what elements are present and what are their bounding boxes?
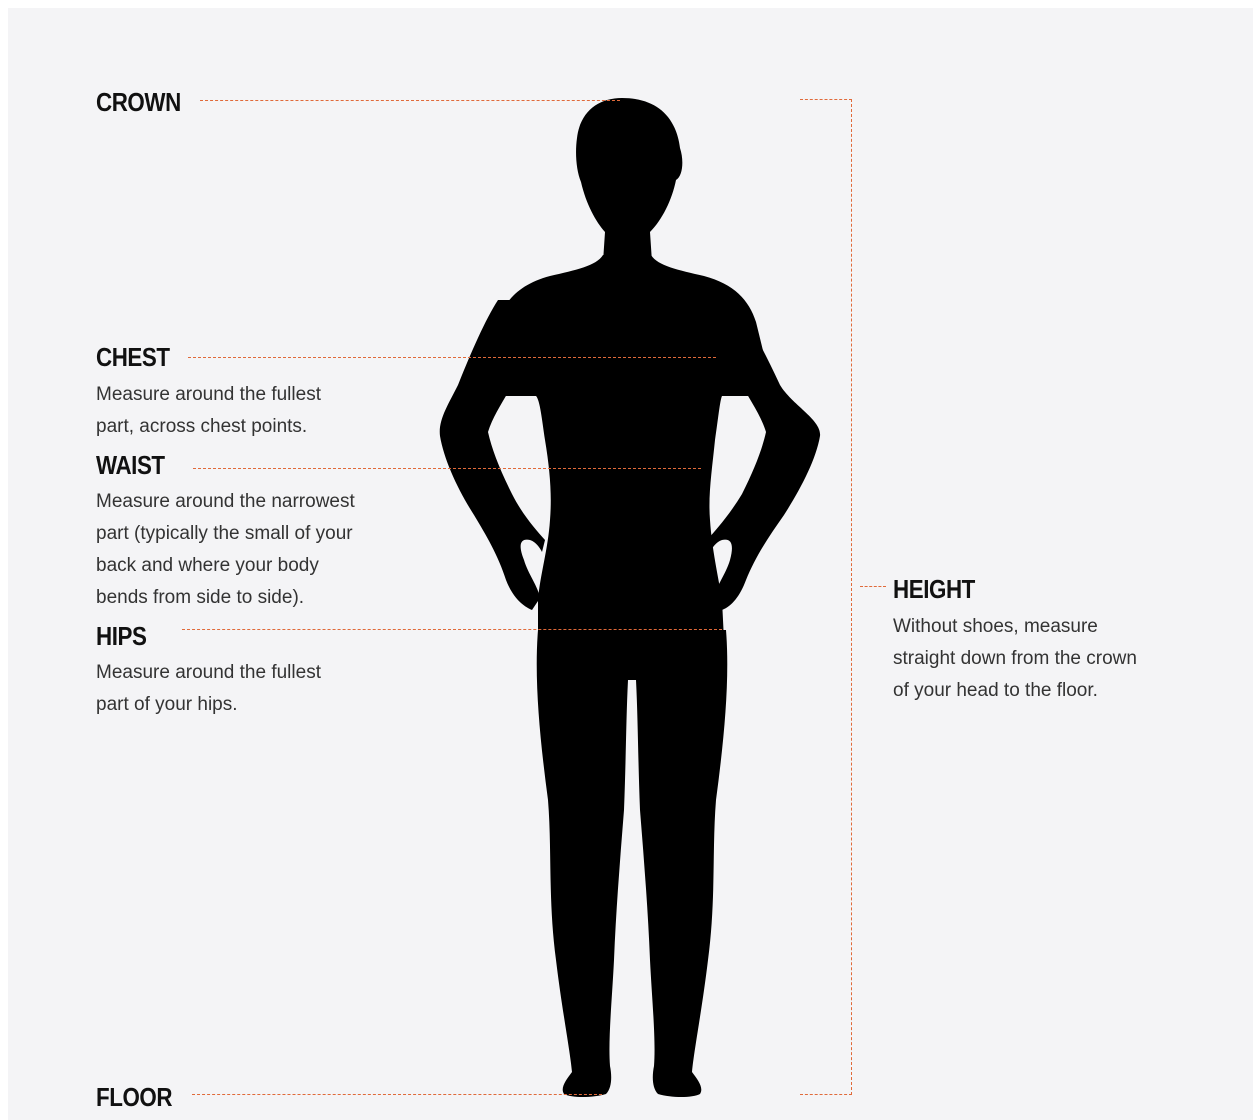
height-top-tick bbox=[800, 99, 852, 100]
height-pointer-line bbox=[860, 586, 886, 587]
crown-guide-line bbox=[200, 100, 620, 101]
crown-label: CROWN bbox=[96, 87, 181, 117]
waist-label: WAIST bbox=[96, 450, 165, 480]
waist-description: Measure around the narrowest part (typic… bbox=[96, 486, 355, 614]
hips-label: HIPS bbox=[96, 621, 146, 651]
chest-description: Measure around the fullest part, across … bbox=[96, 379, 321, 443]
silhouette-head bbox=[576, 98, 682, 262]
waist-guide-line bbox=[193, 468, 701, 469]
height-bracket-line bbox=[851, 99, 852, 1095]
floor-guide-line bbox=[192, 1094, 602, 1095]
hips-description: Measure around the fullest part of your … bbox=[96, 657, 321, 721]
height-bottom-tick bbox=[800, 1094, 852, 1095]
chest-guide-line bbox=[188, 357, 716, 358]
height-description: Without shoes, measure straight down fro… bbox=[893, 611, 1137, 707]
silhouette-legs bbox=[537, 630, 728, 1097]
hips-guide-line bbox=[182, 629, 722, 630]
chest-label: CHEST bbox=[96, 342, 170, 372]
floor-label: FLOOR bbox=[96, 1082, 172, 1112]
height-label: HEIGHT bbox=[893, 574, 975, 604]
